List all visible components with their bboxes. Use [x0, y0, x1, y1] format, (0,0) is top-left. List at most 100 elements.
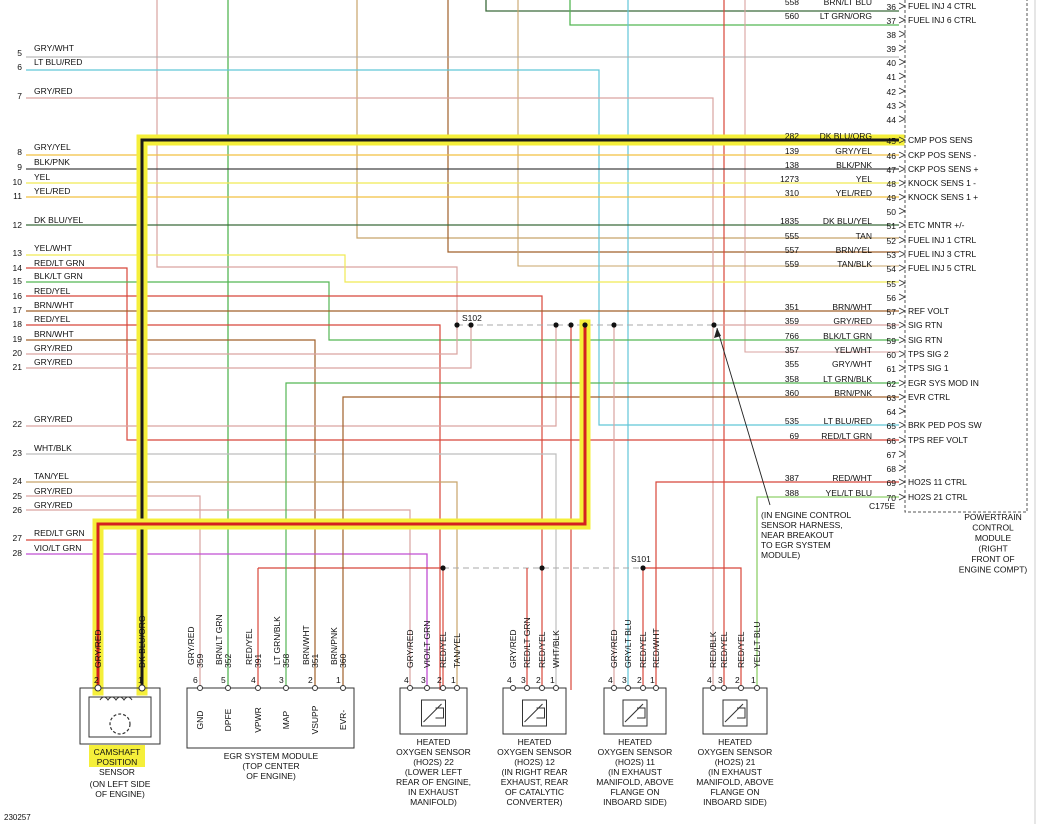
- pcm-pin-function: KNOCK SENS 1 -: [908, 178, 976, 188]
- o2-sensor-arrow-icon: [524, 703, 543, 723]
- o2-sensor-box: [502, 687, 567, 735]
- pcm-wire-color: YEL: [856, 174, 872, 184]
- pcm-circuit-number: 138: [785, 160, 799, 170]
- pcm-circuit-number: 560: [785, 11, 799, 21]
- pcm-pin-number: 49: [887, 193, 897, 203]
- pcm-wire-color: YEL/WHT: [834, 345, 872, 355]
- egr-pin-function: VPWR: [253, 707, 263, 733]
- pin-terminal: [312, 685, 318, 691]
- o2-sensor-location: MANIFOLD, ABOVE: [696, 777, 774, 787]
- pcm-pin-number: 51: [887, 221, 897, 231]
- pcm-pin-number: 65: [887, 421, 897, 431]
- pcm-pin-chevron: [898, 393, 906, 401]
- pcm-circuit-number: 69: [790, 431, 800, 441]
- o2-sensor-title: HEATED: [618, 737, 652, 747]
- pcm-pin-number: 38: [887, 30, 897, 40]
- left-wire-color: BRN/WHT: [34, 300, 74, 310]
- pcm-pin-chevron: [898, 2, 906, 10]
- o2-sensor-location: MANIFOLD, ABOVE: [596, 777, 674, 787]
- o2-pin-number: 2: [536, 675, 541, 685]
- pin-terminal: [611, 685, 617, 691]
- pcm-pin-function: TPS SIG 1: [908, 363, 949, 373]
- pcm-circuit-number: 557: [785, 245, 799, 255]
- pcm-pin-function: TPS REF VOLT: [908, 435, 968, 445]
- pcm-pin-number: 42: [887, 87, 897, 97]
- splice-dot-s102: [568, 322, 574, 328]
- pcm-pin-chevron: [898, 221, 906, 229]
- left-wire-number: 9: [17, 162, 22, 172]
- diagram-id: 230257: [4, 813, 31, 822]
- o2-pin-wire: GRY/LT BLU: [623, 619, 633, 668]
- o2-sensor-title: HEATED: [518, 737, 552, 747]
- egr-pin-wire: BRN/LT GRN: [214, 614, 224, 665]
- pcm-pin-number: 58: [887, 321, 897, 331]
- pcm-wire-color: YEL/RED: [836, 188, 872, 198]
- pcm-pin-function: CKP POS SENS -: [908, 150, 977, 160]
- egr-pin-function: GND: [195, 711, 205, 730]
- o2-pin-wire: RED/WHT: [651, 628, 661, 668]
- pcm-pin-chevron: [898, 464, 906, 472]
- o2-sensor-box: [603, 687, 667, 735]
- pcm-pin-number: 68: [887, 464, 897, 474]
- pcm-wire-color: DK BLU/ORG: [820, 131, 872, 141]
- o2-pin-number: 3: [521, 675, 526, 685]
- wire-yel-lt-blu-70: [756, 496, 899, 690]
- pcm-pin-function: SIG RTN: [908, 335, 942, 345]
- left-wire-number: 14: [13, 263, 23, 273]
- left-wire-number: 24: [13, 476, 23, 486]
- pcm-label: POWERTRAIN: [964, 512, 1021, 522]
- egr-pin-wire: LT GRN/BLK: [272, 616, 282, 665]
- pcm-wire-color: BRN/LT BLU: [824, 0, 872, 7]
- o2-sensor-location: INBOARD SIDE): [703, 797, 767, 807]
- wire-lt-grn-org: [569, 0, 899, 26]
- pcm-pin-function: FUEL INJ 6 CTRL: [908, 15, 976, 25]
- pin-terminal: [283, 685, 289, 691]
- o2-pin-number: 4: [507, 675, 512, 685]
- pin-terminal: [225, 685, 231, 691]
- left-wire-color: RED/YEL: [34, 286, 71, 296]
- pcm-pin-number: 61: [887, 364, 897, 374]
- pcm-circuit-number: 555: [785, 231, 799, 241]
- pin-terminal: [255, 685, 261, 691]
- coil-winding-icon: [99, 696, 133, 701]
- pcm-circuit-number: 535: [785, 416, 799, 426]
- o2-pin-wire: YEL/LT BLU: [752, 622, 762, 668]
- o2-pin-number: 4: [707, 675, 712, 685]
- annotation-text: MODULE): [761, 550, 800, 560]
- o2-pin-wire: RED/YEL: [438, 631, 448, 668]
- o2-pin-wire: GRY/RED: [609, 629, 619, 668]
- wire-tan: [356, 0, 899, 239]
- o2-sensor-title: (HO2S) 12: [514, 757, 555, 767]
- pcm-pin-function: FUEL INJ 4 CTRL: [908, 1, 976, 11]
- o2-sensor-title: (HO2S) 22: [413, 757, 454, 767]
- wire-lt-grn-blk-egr: [285, 382, 899, 690]
- splice-dot-s102: [711, 322, 717, 328]
- pin-terminal: [424, 685, 430, 691]
- pcm-pin-function: TPS SIG 2: [908, 349, 949, 359]
- wire-brn-yel: [447, 0, 899, 253]
- pin-terminal: [738, 685, 744, 691]
- annotation-text: SENSOR HARNESS,: [761, 520, 843, 530]
- egr-pin-number: 5: [221, 675, 226, 685]
- camshaft-sensor-box: [79, 687, 161, 745]
- wire-yel-wht-13: [26, 254, 899, 283]
- o2-heater-icon: [435, 707, 444, 719]
- pcm-pin-number: 54: [887, 264, 897, 274]
- left-wire-color: BLK/LT GRN: [34, 271, 83, 281]
- pcm-wire-color: LT GRN/ORG: [820, 11, 872, 21]
- o2-sensor-location: IN EXHAUST: [408, 787, 459, 797]
- pin-terminal: [440, 685, 446, 691]
- wire-gry-whtpin: [744, 0, 899, 353]
- o2-sensor-title: OXYGEN SENSOR: [396, 747, 471, 757]
- left-wire-number: 10: [13, 177, 23, 187]
- o2-pin-number: 1: [550, 675, 555, 685]
- pin-terminal: [710, 685, 716, 691]
- pcm-wire-color: BRN/YEL: [836, 245, 873, 255]
- pcm-pin-function: ETC MNTR +/-: [908, 220, 965, 230]
- left-wire-color: WHT/BLK: [34, 443, 72, 453]
- o2-pin-wire: RED/LT GRN: [522, 617, 532, 668]
- o2-pin-wire: RED/BLK: [708, 631, 718, 668]
- pcm-pin-function: CKP POS SENS +: [908, 164, 979, 174]
- o2-pin-number: 4: [608, 675, 613, 685]
